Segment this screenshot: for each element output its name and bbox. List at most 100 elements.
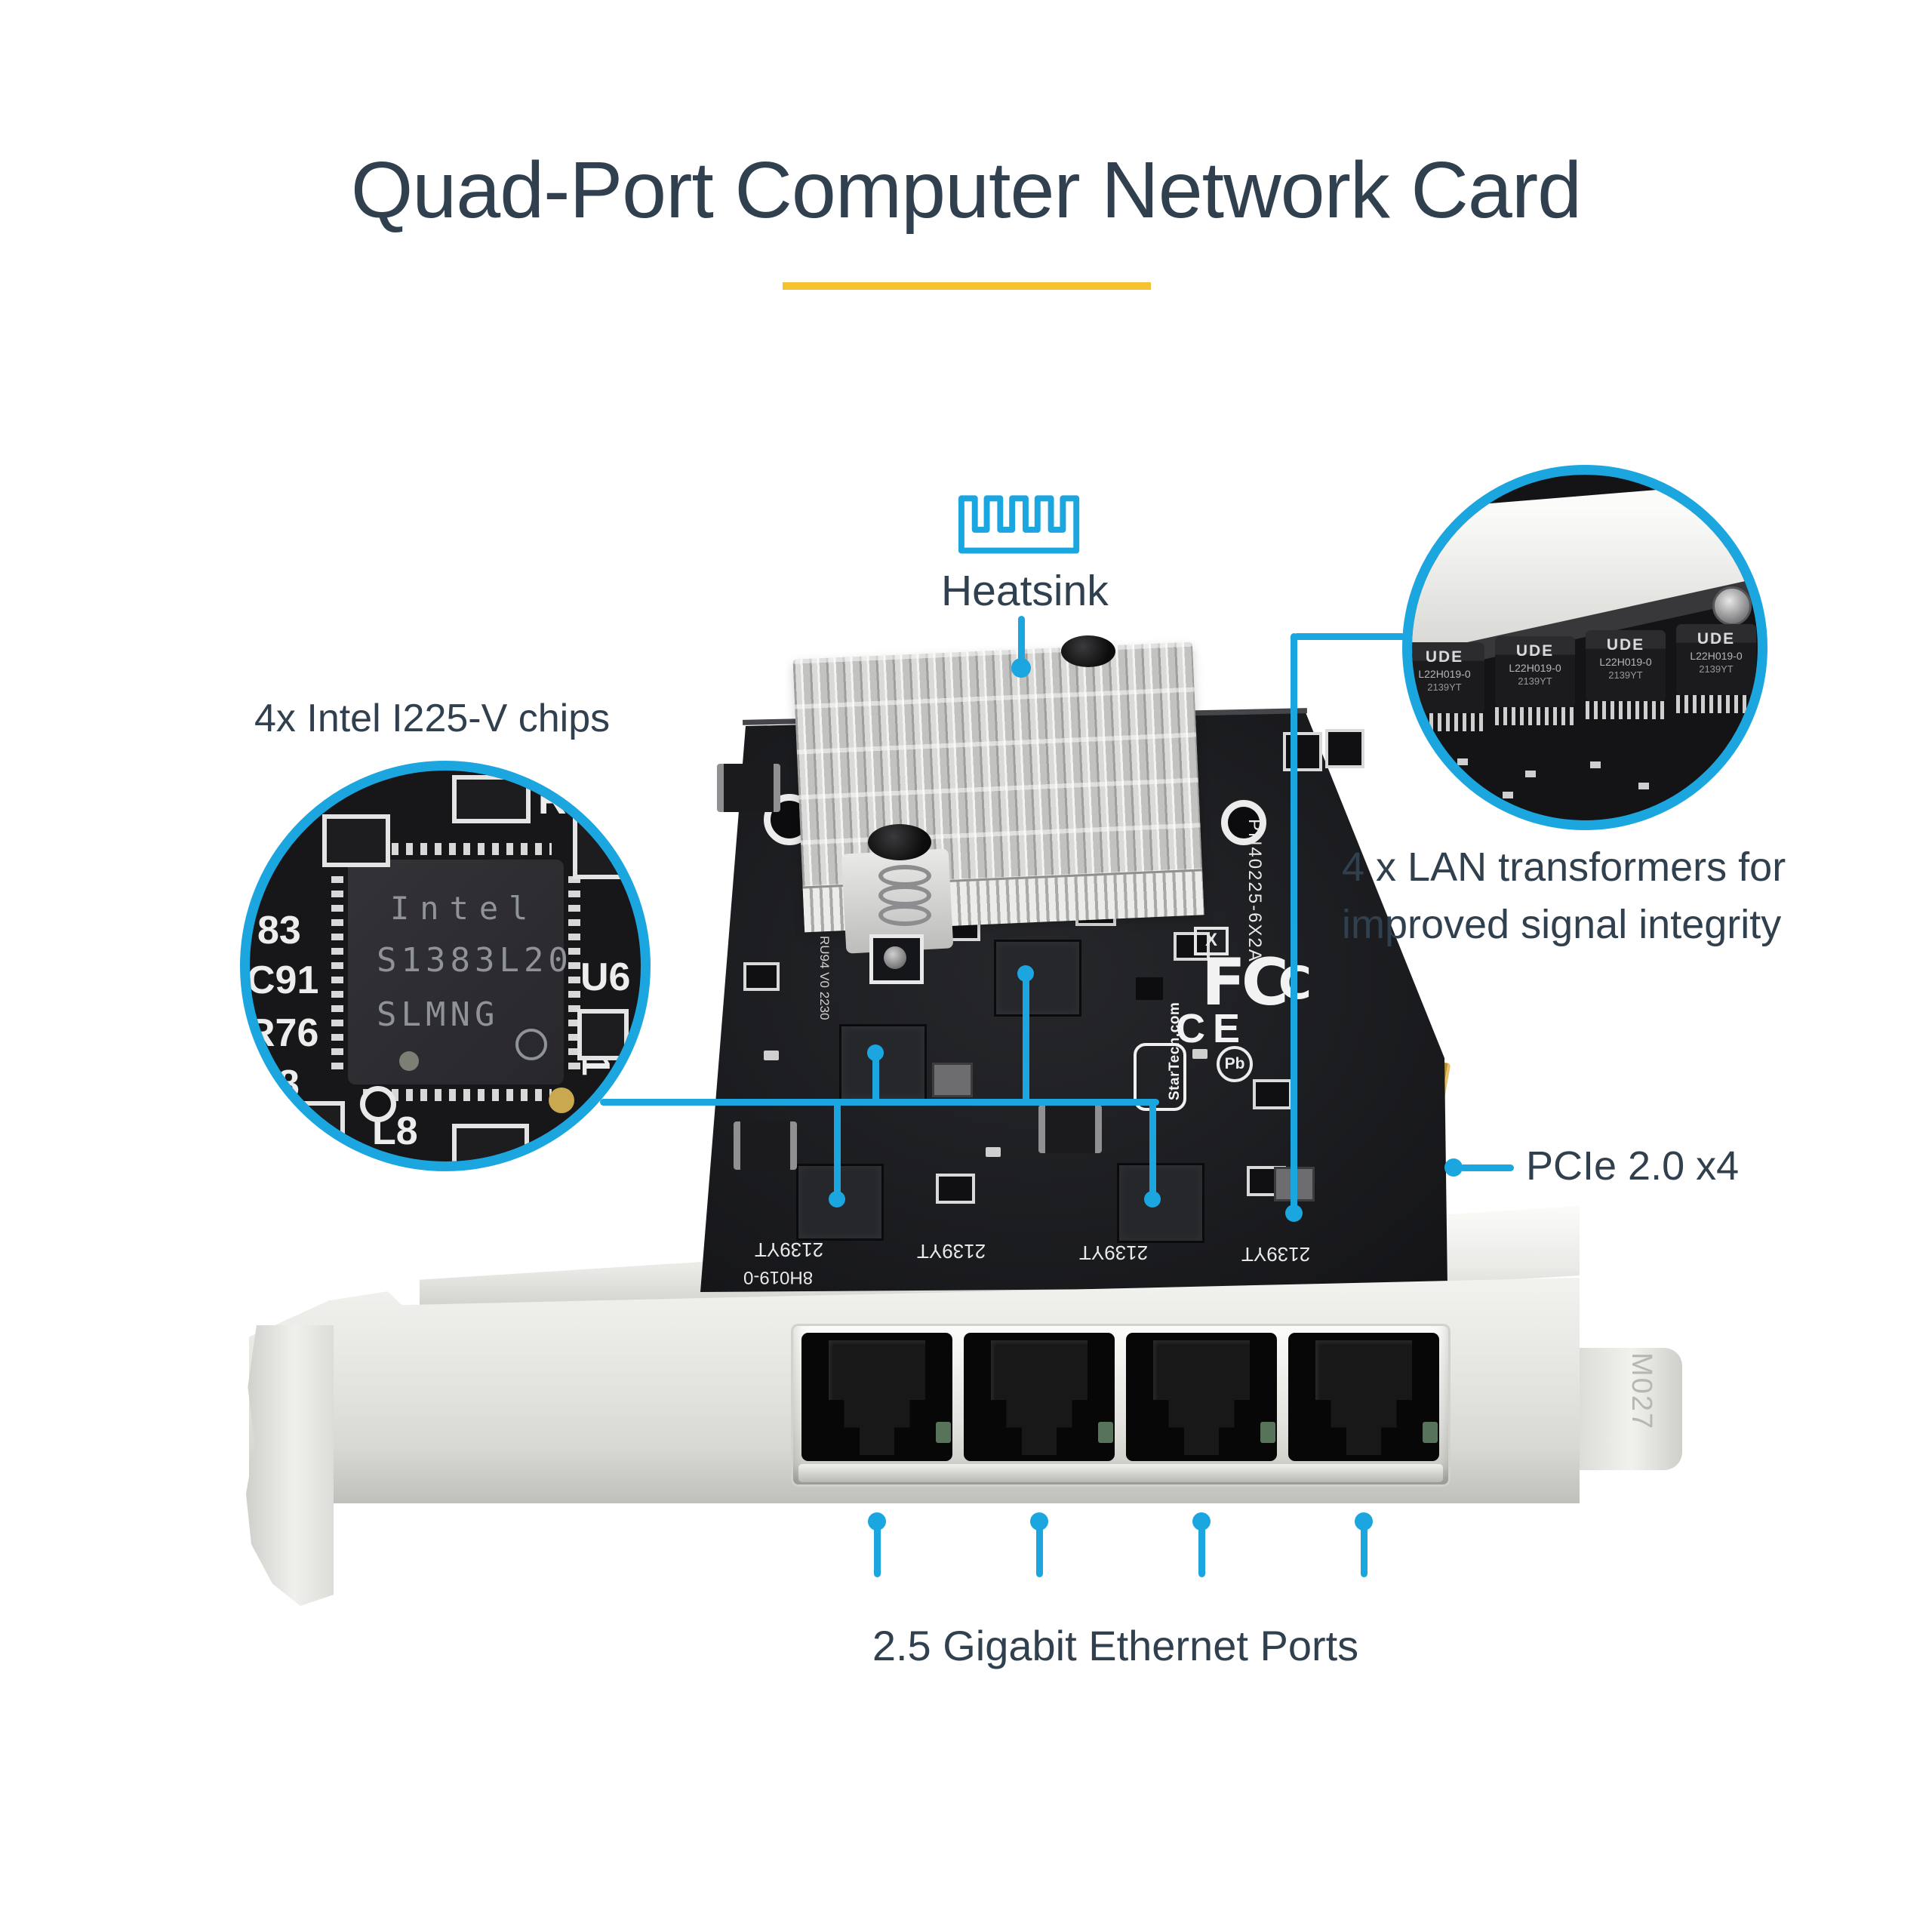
spring-coil	[878, 904, 931, 926]
intel-chip-4	[1119, 1165, 1202, 1241]
capacitor	[986, 1147, 1001, 1157]
intel-chips-label: 4x Intel I225-V chips	[254, 697, 611, 740]
inductor	[932, 1063, 973, 1097]
yellow-divider	[783, 282, 1151, 290]
rj45-port-3	[1126, 1333, 1277, 1461]
silk-c91: C91	[247, 958, 319, 1002]
port-led	[1098, 1422, 1113, 1443]
chip-marking-3: SLMNG	[377, 995, 500, 1034]
chips-callout-branch	[1023, 972, 1029, 1106]
port-arrow-stem	[1361, 1521, 1367, 1577]
port-led	[936, 1422, 951, 1443]
chips-callout-branch	[834, 1099, 841, 1198]
lan-transformer-1: UDE L22H019-0 2139YT	[1412, 642, 1484, 713]
chip-marking-1: Intel	[390, 890, 539, 927]
chip-marking-2: S1383L20	[377, 941, 573, 980]
chip-logo-dot	[515, 1029, 547, 1060]
inset-gold-via	[549, 1088, 574, 1113]
inset-component	[1590, 761, 1601, 768]
pcb-rev-code: RU94 V0 2230	[817, 936, 832, 1020]
chip-inset-circle: Intel S1383L20 SLMNG R90 83 C91 R76 78 U…	[240, 761, 651, 1171]
port-arrow-stem	[874, 1521, 881, 1577]
chips-callout-branch	[872, 1051, 879, 1106]
inset-component	[1503, 792, 1513, 798]
spring-coil	[878, 865, 931, 887]
transformers-callout-line-h	[1294, 633, 1405, 640]
rj45-cavity	[1315, 1340, 1412, 1455]
chips-callout-branch	[1149, 1099, 1156, 1198]
rj45-port-1	[801, 1333, 952, 1461]
lan-transformer-2: UDE L22H019-0 2139YT	[1495, 636, 1575, 707]
ce-mark: CE	[1176, 1006, 1248, 1051]
weee-mark: X	[1194, 927, 1229, 955]
chip-pins	[363, 1089, 552, 1101]
pcb-bottom-label: 2139YT	[1079, 1241, 1149, 1264]
inset-hole	[360, 1086, 396, 1122]
heatsink-pushpin	[868, 824, 931, 860]
chip-dot	[829, 1191, 845, 1208]
transformer-pins	[1676, 695, 1756, 713]
silk-u6: U6	[580, 955, 631, 999]
port-led	[1423, 1422, 1438, 1443]
mounting-pad	[869, 934, 924, 984]
rj45-cavity	[829, 1340, 925, 1455]
bracket-left-tab	[246, 1325, 334, 1606]
chip-pins	[363, 843, 552, 855]
inset-component	[1457, 758, 1468, 765]
soic-chip	[734, 1121, 797, 1170]
lan-transformer-3: UDE L22H019-0 2139YT	[1586, 630, 1666, 701]
heatsink-pointer-line	[1018, 616, 1025, 663]
transformer-pins	[1586, 701, 1666, 719]
inset-pad	[452, 775, 531, 823]
port-arrow-stem	[1198, 1521, 1205, 1577]
lan-transformers-line2: improved signal integrity	[1342, 901, 1782, 947]
capacitor	[764, 1051, 779, 1060]
intel-chip-1	[841, 1026, 924, 1099]
rj45-cavity	[991, 1340, 1088, 1455]
pcie-label: PCIe 2.0 x4	[1526, 1143, 1740, 1189]
pcb-pad	[936, 1174, 975, 1204]
inset-component	[1638, 783, 1649, 789]
rj45-port-4	[1288, 1333, 1439, 1461]
pcb-pad	[1253, 1079, 1292, 1109]
soic-chip	[1038, 1105, 1102, 1153]
silk-r76: R76	[247, 1011, 319, 1055]
rj45-cavity	[1153, 1340, 1250, 1455]
pcb-bottom-left-label: 8H019-0	[743, 1267, 814, 1287]
bracket-stamp: M027	[1626, 1352, 1658, 1431]
lan-transformers-label: 4 x LAN transformers for improved signal…	[1342, 839, 1786, 953]
bracket-right-tab: M027	[1580, 1348, 1682, 1470]
chip-pin1-dot	[399, 1051, 419, 1071]
inset-pad	[573, 814, 641, 879]
silk-83: 83	[257, 909, 301, 952]
chip-dot	[1144, 1191, 1161, 1208]
heatsink-label: Heatsink	[941, 567, 1109, 615]
heatsink-icon	[958, 495, 1080, 554]
screw	[884, 946, 906, 969]
capacitor	[1192, 1049, 1208, 1059]
heatsink-pointer-dot	[1011, 658, 1031, 678]
port-led	[1260, 1422, 1275, 1443]
intel-chip-2	[996, 942, 1079, 1014]
pcb-hole	[1221, 800, 1266, 845]
inset-component	[1525, 771, 1536, 777]
pcb-bottom-label: 2139YT	[755, 1238, 824, 1261]
page-title: Quad-Port Computer Network Card	[350, 146, 1582, 235]
inset-screw	[1712, 586, 1752, 626]
rj45-port-2	[964, 1333, 1115, 1461]
lan-transformer-4: UDE L22H019-0 2139YT	[1676, 624, 1756, 695]
chip-dot	[1017, 965, 1034, 982]
pcb-part-number: PN40225-6X2A	[1244, 819, 1265, 963]
transformer-pins	[1412, 713, 1484, 731]
ethernet-ports-label: 2.5 Gigabit Ethernet Ports	[872, 1622, 1359, 1669]
pcb-pad	[1283, 732, 1322, 771]
transformers-callout-line-v	[1291, 633, 1297, 1214]
heatsink-pushpin	[1061, 635, 1115, 667]
startech-logo-box: StarTech.com	[1134, 1002, 1186, 1111]
chip-pins	[331, 876, 343, 1069]
pcie-pointer-line	[1460, 1164, 1514, 1171]
inset-pad	[577, 1009, 629, 1060]
spring-coil	[878, 884, 931, 906]
port-arrow-stem	[1036, 1521, 1043, 1577]
chip-dot	[867, 1044, 884, 1061]
